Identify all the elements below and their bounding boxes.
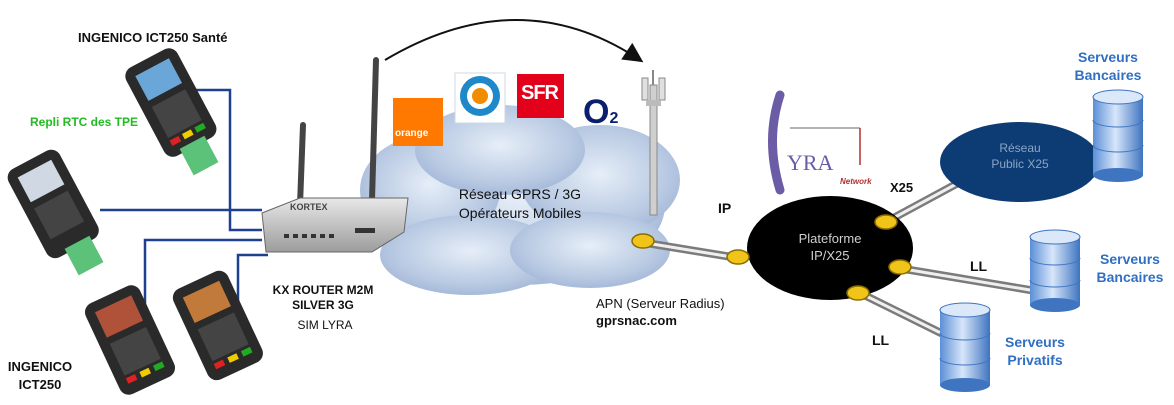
label-kx-router-line1: KX ROUTER M2M [272, 283, 374, 297]
database-icon-privatifs [939, 302, 991, 392]
label-serveurs-bancaires-mid-line1: Serveurs [1100, 251, 1160, 267]
label-apn-line2: gprsnac.com [596, 313, 677, 328]
label-ingenico-sante: INGENICO ICT250 Santé [78, 30, 228, 45]
router-icon-apn [631, 233, 655, 249]
label-apn-line1: APN (Serveur Radius) [596, 296, 725, 311]
gprs-cloud [360, 105, 680, 295]
antenna-tower-icon [641, 70, 666, 216]
orange-logo [393, 98, 443, 146]
label-platform: Plateforme IP/X25 [770, 230, 890, 264]
payment-terminal-icon-top [125, 48, 219, 176]
label-ingenico-ict250: INGENICO ICT250 [4, 358, 76, 394]
label-ingenico-ict250-line2: ICT250 [18, 377, 62, 392]
label-serveurs-bancaires-mid: Serveurs Bancaires [1088, 250, 1172, 286]
label-serveurs-bancaires-top-line1: Serveurs [1078, 49, 1138, 65]
label-serveurs-privatifs-line1: Serveurs [1005, 334, 1065, 350]
label-ll-bancaires: LL [970, 258, 988, 274]
lyra-logo [768, 90, 861, 195]
router-icons [631, 214, 912, 301]
transmission-arrow [384, 19, 644, 63]
label-reseau-public-line2: Public X25 [991, 157, 1049, 171]
label-platform-line1: Plateforme [798, 231, 862, 246]
label-kx-router: KX ROUTER M2M SILVER 3G [268, 283, 378, 313]
label-x25: X25 [890, 180, 914, 195]
link-terminal-top [175, 88, 262, 232]
public-x25-ellipse [940, 122, 1100, 202]
label-serveurs-bancaires-top-line2: Bancaires [1074, 67, 1142, 83]
link-terminal-bottom-left [143, 238, 262, 330]
label-kx-router-line2: SILVER 3G [292, 298, 354, 312]
o2-logo-letter: O [583, 93, 610, 131]
m2m-router-icon [261, 57, 409, 253]
router-icon-platform-left [726, 249, 750, 265]
o2-logo-sub: 2 [609, 110, 619, 127]
payment-terminal-icon-bottom-left [84, 285, 176, 395]
label-ll-privatifs: LL [872, 332, 890, 348]
sfr-logo [517, 74, 564, 118]
router-icon-platform-right [888, 259, 912, 275]
label-serveurs-bancaires-mid-line2: Bancaires [1096, 269, 1164, 285]
lyra-logo-text: YRA [787, 150, 834, 175]
server-cylinders [939, 89, 1144, 392]
bouygues-logo [454, 72, 506, 124]
label-serveurs-privatifs-line2: Privatifs [1007, 352, 1063, 368]
label-sim-lyra: SIM LYRA [297, 318, 353, 332]
o2-logo: O2 [583, 93, 618, 132]
sfr-logo-text: SFR [521, 82, 559, 104]
label-cloud-line2: Opérateurs Mobiles [458, 205, 582, 221]
platform-ellipse [747, 196, 913, 300]
label-reseau-public: Réseau Public X25 [970, 140, 1070, 172]
database-icon-bancaires-top [1092, 89, 1144, 182]
lyra-logo-sub: Network [840, 177, 872, 186]
label-ip: IP [718, 200, 732, 216]
label-apn: APN (Serveur Radius) gprsnac.com [596, 295, 725, 329]
label-platform-line2: IP/X25 [810, 248, 850, 263]
label-cloud-line1: Réseau GPRS / 3G [458, 186, 582, 202]
label-reseau-public-line1: Réseau [999, 141, 1041, 155]
database-icon-bancaires-mid [1029, 229, 1081, 312]
label-ingenico-ict250-line1: INGENICO [7, 359, 73, 374]
router-brand-label: KORTEX [290, 202, 328, 212]
orange-logo-text: orange [395, 128, 429, 139]
label-serveurs-privatifs: Serveurs Privatifs [995, 333, 1075, 369]
router-icon-platform-top [874, 214, 898, 230]
payment-terminal-icon-bottom-right [172, 270, 263, 381]
label-repli-rtc: Repli RTC des TPE [30, 115, 139, 129]
label-serveurs-bancaires-top: Serveurs Bancaires [1068, 48, 1148, 84]
router-icon-platform-bottom [846, 285, 870, 301]
payment-terminal-icon-left [7, 149, 104, 276]
label-cloud: Réseau GPRS / 3G Opérateurs Mobiles [420, 185, 620, 223]
